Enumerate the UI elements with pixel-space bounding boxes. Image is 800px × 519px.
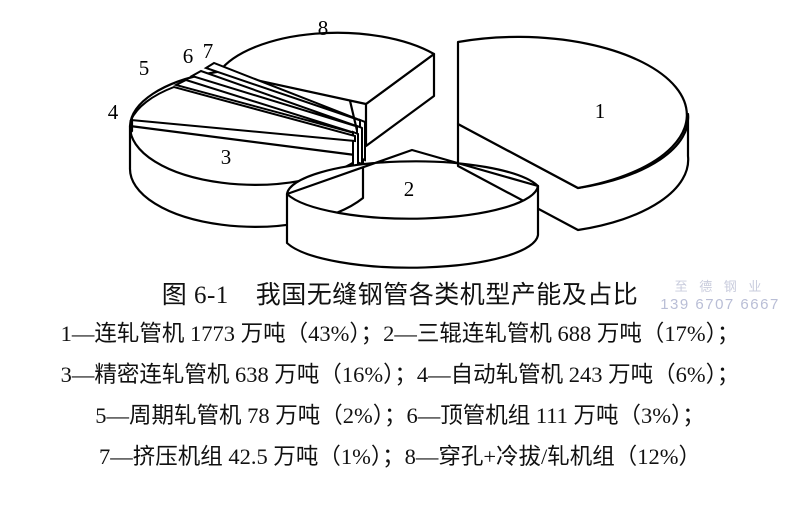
pie-label-6: 6 (183, 44, 194, 68)
pie-slice-2-top (285, 148, 540, 196)
pie-label-5: 5 (139, 56, 150, 80)
exploded-3d-pie-chart: 1 2 3 4 5 6 7 8 (108, 16, 690, 269)
pie-label-1: 1 (595, 99, 606, 123)
pie-slice-1-side (456, 112, 690, 232)
pie-label-3: 3 (221, 145, 232, 169)
pie-slice-5-top (173, 78, 359, 135)
pie-slice-2[interactable] (285, 148, 540, 269)
pie-slice-4[interactable] (129, 85, 356, 143)
figure-legend-line-2: 3—精密连轧管机 638 万吨（16%）；4—自动轧管机 243 万吨（6%）； (60, 362, 740, 387)
figure-caption-block: 图 6-1 我国无缝钢管各类机型产能及占比 1—连轧管机 1773 万吨（43%… (0, 279, 800, 477)
pie-label-2: 2 (404, 177, 415, 201)
pie-slice-4-side (129, 117, 134, 134)
pie-slice-6-top (189, 69, 363, 129)
pie-label-8: 8 (318, 16, 329, 40)
pie-slice-3-side (128, 124, 365, 228)
pie-slice-8-top (217, 31, 436, 106)
pie-slice-7-top (203, 61, 366, 123)
figure-legend-line-4: 7—挤压机组 42.5 万吨（1%）；8—穿孔+冷拔/轧机组（12%） (98, 444, 702, 469)
pie-slice-1-top (456, 35, 688, 190)
pie-slice-2-side (285, 184, 540, 269)
pie-label-7: 7 (203, 39, 214, 63)
pie-chart-container: 1 2 3 4 5 6 7 8 (108, 16, 690, 269)
figure-legend-line-3: 5—周期轧管机 78 万吨（2%）；6—顶管机组 111 万吨（3%）； (95, 403, 705, 428)
figure-legend-line-1: 1—连轧管机 1773 万吨（43%）；2—三辊连轧管机 688 万吨（17%）… (60, 321, 740, 346)
pie-label-4: 4 (108, 100, 119, 124)
figure-title: 图 6-1 我国无缝钢管各类机型产能及占比 (161, 282, 639, 309)
pie-slice-1[interactable] (456, 35, 690, 232)
